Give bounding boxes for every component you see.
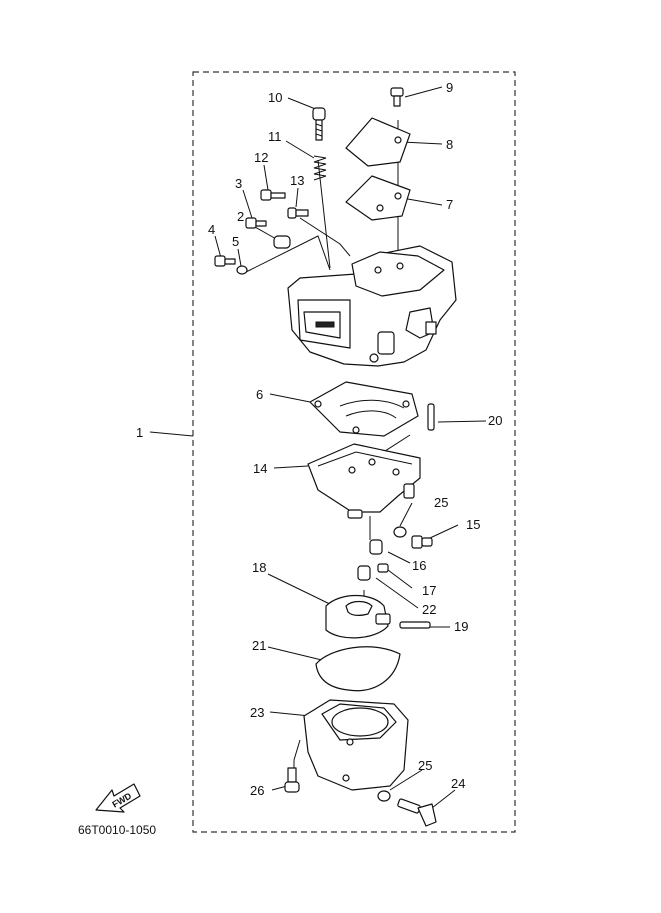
callout-14: 14 [253, 461, 267, 476]
callout-2: 2 [237, 209, 244, 224]
part-diaphragm-6 [309, 381, 419, 437]
callout-19: 19 [454, 619, 468, 634]
fwd-arrow-icon: FWD [95, 783, 141, 813]
callout-25-upper: 25 [434, 495, 448, 510]
callout-5: 5 [232, 234, 239, 249]
callout-25-lower: 25 [418, 758, 432, 773]
callout-13: 13 [290, 173, 304, 188]
callout-12: 12 [254, 150, 268, 165]
callout-23: 23 [250, 705, 264, 720]
callout-10: 10 [268, 90, 282, 105]
part-plug-15 [411, 535, 433, 549]
assembly-boundary [192, 71, 516, 833]
callout-4: 4 [208, 222, 215, 237]
part-float-18 [325, 595, 391, 639]
callout-11: 11 [268, 129, 282, 144]
part-screw-4 [214, 255, 236, 267]
callout-1: 1 [136, 425, 143, 440]
part-jet-22 [357, 565, 371, 581]
leader-lines [149, 86, 487, 809]
part-gasket-21 [315, 646, 401, 692]
part-screw-12 [260, 189, 286, 201]
part-float-chamber-23 [303, 699, 409, 791]
part-washer-25-upper [393, 526, 407, 538]
callout-24: 24 [451, 776, 465, 791]
part-cover-plate-8 [345, 117, 411, 167]
part-carburetor-body [287, 245, 457, 367]
callout-21: 21 [252, 638, 266, 653]
callout-8: 8 [446, 137, 453, 152]
part-washer-25-lower [377, 790, 391, 802]
callout-17: 17 [422, 583, 436, 598]
part-drain-screw-24 [397, 798, 437, 827]
callout-7: 7 [446, 197, 453, 212]
callout-16: 16 [412, 558, 426, 573]
part-spring-11 [313, 155, 327, 181]
part-float-pin-19 [399, 621, 431, 629]
part-pin-20 [427, 403, 435, 431]
part-screw-3 [245, 217, 267, 229]
part-gasket-7 [345, 175, 411, 221]
callout-18: 18 [252, 560, 266, 575]
part-screw-9 [390, 87, 404, 107]
callout-20: 20 [488, 413, 502, 428]
part-pump-body-14 [307, 443, 421, 519]
part-screw-26 [284, 767, 300, 793]
part-collar-2 [273, 235, 291, 249]
callout-9: 9 [446, 80, 453, 95]
callout-3: 3 [235, 176, 242, 191]
callout-labels: 1 2 3 4 5 6 7 8 9 10 11 12 13 14 15 16 1… [136, 80, 502, 798]
part-main-jet-16 [369, 539, 383, 555]
part-pilot-jet-17 [377, 563, 389, 573]
callout-22: 22 [422, 602, 436, 617]
part-screw-13 [287, 207, 309, 219]
drawing-code: 66T0010-1050 [78, 823, 156, 837]
callout-6: 6 [256, 387, 263, 402]
part-adjust-screw-10 [312, 107, 326, 141]
callout-15: 15 [466, 517, 480, 532]
part-washer-5 [236, 265, 248, 275]
callout-26: 26 [250, 783, 264, 798]
